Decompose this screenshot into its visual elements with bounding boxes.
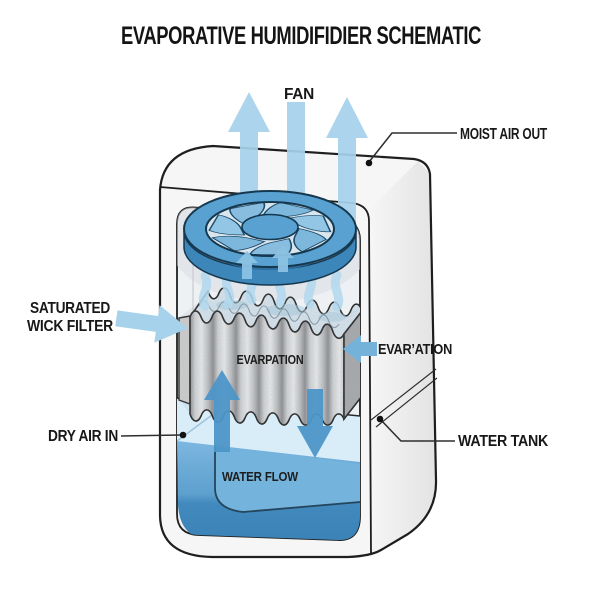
moist-air-out-callout-line <box>368 132 457 163</box>
tank-rim-right-edge <box>370 368 437 421</box>
vapor-stream <box>330 270 344 312</box>
water-inner-region <box>215 446 360 512</box>
fan-intake-arrows <box>236 246 294 279</box>
callout-lines <box>120 132 457 442</box>
fan-blades <box>208 201 332 256</box>
filter-grain-texture <box>179 289 360 426</box>
fan-blade <box>211 235 266 252</box>
dry-air-in-label: DRY AIR IN <box>48 428 118 445</box>
fan-intake-arrow-stem <box>242 263 252 279</box>
tank-flow-arrows <box>204 370 333 458</box>
fan-blade <box>285 215 332 233</box>
housing-right-face-shade <box>369 161 437 554</box>
tank-rim-right-edge-2 <box>375 377 438 428</box>
fan-ring-side <box>183 230 357 286</box>
water-flow-label: WATER FLOW <box>222 469 299 484</box>
water-tank-label: WATER TANK <box>458 433 549 450</box>
dry-air-in-callout-line <box>120 434 182 437</box>
evaporation-side-label: EVAR’ATION <box>378 341 452 358</box>
fan-intake-arrow <box>272 246 294 258</box>
vapor-stream <box>198 271 212 311</box>
water-tank-dot <box>376 415 384 423</box>
evaporation-side-arrow <box>343 335 377 363</box>
fan-intake-arrow-stem <box>278 258 288 272</box>
evaporation-filter-label: EVARPATION <box>237 352 304 367</box>
moist-air-out-label: MOIST AIR OUT <box>460 126 548 143</box>
fan-assembly <box>182 190 358 286</box>
diagram-title: EVAPORATIVE HUMIDIFIDIER SCHEMATIC <box>121 22 481 50</box>
tank-inner-outline <box>214 446 360 513</box>
fan-hub <box>241 213 299 241</box>
water-down-arrow <box>297 389 333 458</box>
water-up-arrow <box>204 370 240 452</box>
wick-filter: EVARPATION <box>178 287 360 426</box>
dry-air-in-dot <box>179 431 187 439</box>
saturated-filter-arrow <box>115 305 188 343</box>
saturated-wick-filter-label-line2: WICK FILTER <box>27 318 113 335</box>
fan-ring-face <box>182 190 358 268</box>
fan-blade <box>208 214 246 236</box>
saturated-wick-filter-label-line1: SATURATED <box>30 300 110 317</box>
moist-air-out-dot <box>365 159 373 167</box>
fan-intake-arrow <box>236 251 258 263</box>
fan-label: FAN <box>284 86 314 103</box>
water-tank-callout-line <box>380 419 455 442</box>
